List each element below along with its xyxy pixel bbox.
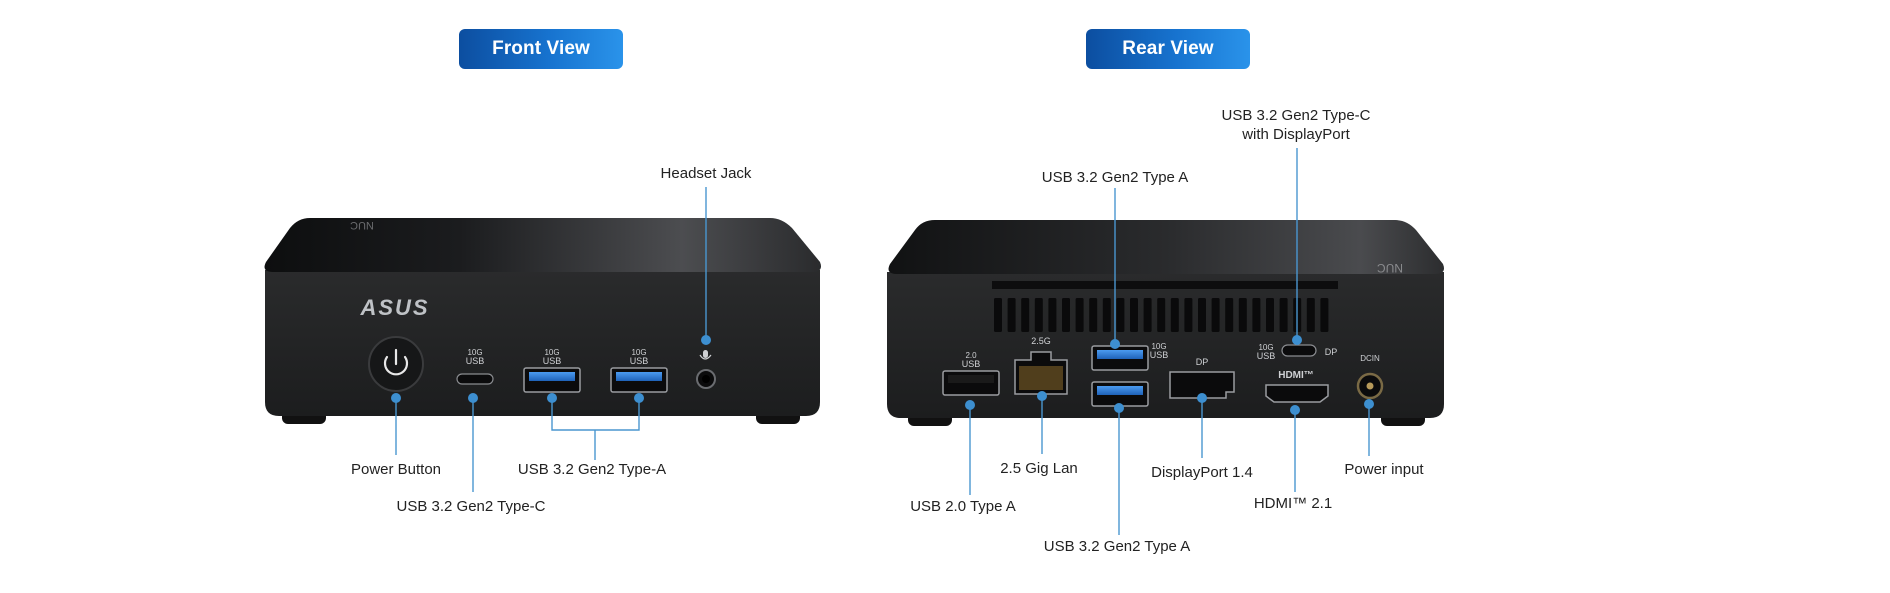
vent-slot	[1143, 298, 1152, 332]
vent-slot	[1320, 298, 1329, 332]
callout-front-usb-c: USB 3.2 Gen2 Type-C	[396, 498, 546, 515]
rear-usba-10g-label: 10G	[1151, 342, 1166, 351]
front-view-badge: Front View	[459, 29, 623, 69]
front-usbc-10g-label: 10G	[467, 348, 482, 357]
callout-displayport: DisplayPort 1.4	[1151, 464, 1253, 481]
callout-power-button: Power Button	[350, 461, 442, 478]
front-chassis	[265, 270, 820, 416]
asus-logo: ASUS	[359, 295, 429, 320]
vent-slot	[1062, 298, 1070, 332]
vent-slot	[1184, 298, 1193, 332]
vent-slot	[994, 298, 1002, 332]
vent-slot	[1252, 298, 1261, 332]
callout-rear-usb-a-bottom: USB 3.2 Gen2 Type A	[1043, 538, 1191, 555]
callout-rear-usb-c-dp-line2: with DisplayPort	[1242, 126, 1350, 143]
rear-usbc-10g-label: 10G	[1258, 343, 1273, 352]
vent-slot	[1130, 298, 1138, 332]
rear-usbc-usb-label: USB	[1257, 351, 1276, 361]
vent-slot	[1266, 298, 1274, 332]
vent-slot	[1157, 298, 1166, 332]
callout-power-input: Power input	[1344, 461, 1424, 478]
dcin-label: DCIN	[1360, 354, 1380, 363]
callout-headset-jack: Headset Jack	[660, 165, 752, 182]
front-usba1-usb-label: USB	[543, 356, 562, 366]
vent-slot	[1089, 298, 1098, 332]
rear-lid	[888, 220, 1444, 274]
vent-slot	[1238, 298, 1247, 332]
rear-usb-c-port[interactable]	[1281, 344, 1317, 357]
displayport-port[interactable]	[1169, 371, 1235, 399]
vent-slot	[1102, 298, 1111, 332]
rear-usbc-dp-label: DP	[1325, 347, 1338, 357]
vent-slot	[1034, 298, 1043, 332]
callout-rear-usb-c-dp-line1: USB 3.2 Gen2 Type-C	[1221, 107, 1371, 124]
front-usba2-usb-label: USB	[630, 356, 649, 366]
hdmi-port[interactable]	[1265, 384, 1329, 403]
leader-dots	[391, 335, 1374, 415]
rear-lid-logo: NUC	[1377, 261, 1403, 275]
rear-usba-usb-label: USB	[1150, 350, 1169, 360]
vent-slot	[1048, 298, 1057, 332]
leader-lines	[395, 148, 1370, 535]
front-usb-c-port[interactable]	[456, 373, 494, 385]
front-lid-logo: NUC	[350, 219, 374, 231]
rear-device: NUC 2.0 USB 2.5G 10G USB DP 10G USB DP H…	[887, 220, 1444, 426]
lan-25g-label: 2.5G	[1031, 336, 1051, 346]
front-usba1-10g-label: 10G	[544, 348, 559, 357]
usb20-usb-label: USB	[962, 359, 981, 369]
vent-slot	[1225, 298, 1234, 332]
front-lid	[264, 218, 821, 272]
callout-hdmi: HDMI™ 2.1	[1253, 495, 1333, 512]
vent-slot	[1211, 298, 1220, 332]
vent-slot	[1021, 298, 1030, 332]
callout-front-usb-a: USB 3.2 Gen2 Type-A	[517, 461, 667, 478]
vent-slot	[1198, 298, 1206, 332]
callout-rear-usb-c-dp: USB 3.2 Gen2 Type-C with DisplayPort	[1222, 106, 1371, 144]
hdmi-logo: HDMI™	[1278, 370, 1314, 381]
dp-label: DP	[1196, 357, 1209, 367]
headset-icon	[699, 350, 712, 360]
rear-view-badge: Rear View	[1086, 29, 1250, 69]
vent-grille	[992, 281, 1338, 332]
front-usbc-usb-label: USB	[466, 356, 485, 366]
vent-slot	[1306, 298, 1315, 332]
power-icon	[383, 348, 409, 376]
callout-lan: 2.5 Gig Lan	[1000, 460, 1078, 477]
vent-slot	[1170, 298, 1179, 332]
vent-slot	[1075, 298, 1084, 332]
vent-slot	[1279, 298, 1288, 332]
usb20-version-label: 2.0	[965, 351, 977, 360]
callout-usb20: USB 2.0 Type A	[910, 498, 1016, 515]
callout-rear-usb-a-top: USB 3.2 Gen2 Type A	[1041, 169, 1189, 186]
front-device: NUC ASUS 10G USB 10G USB 10G USB	[264, 218, 821, 424]
vent-slot	[1116, 298, 1125, 332]
vent-slot	[1007, 298, 1016, 332]
front-usba2-10g-label: 10G	[631, 348, 646, 357]
